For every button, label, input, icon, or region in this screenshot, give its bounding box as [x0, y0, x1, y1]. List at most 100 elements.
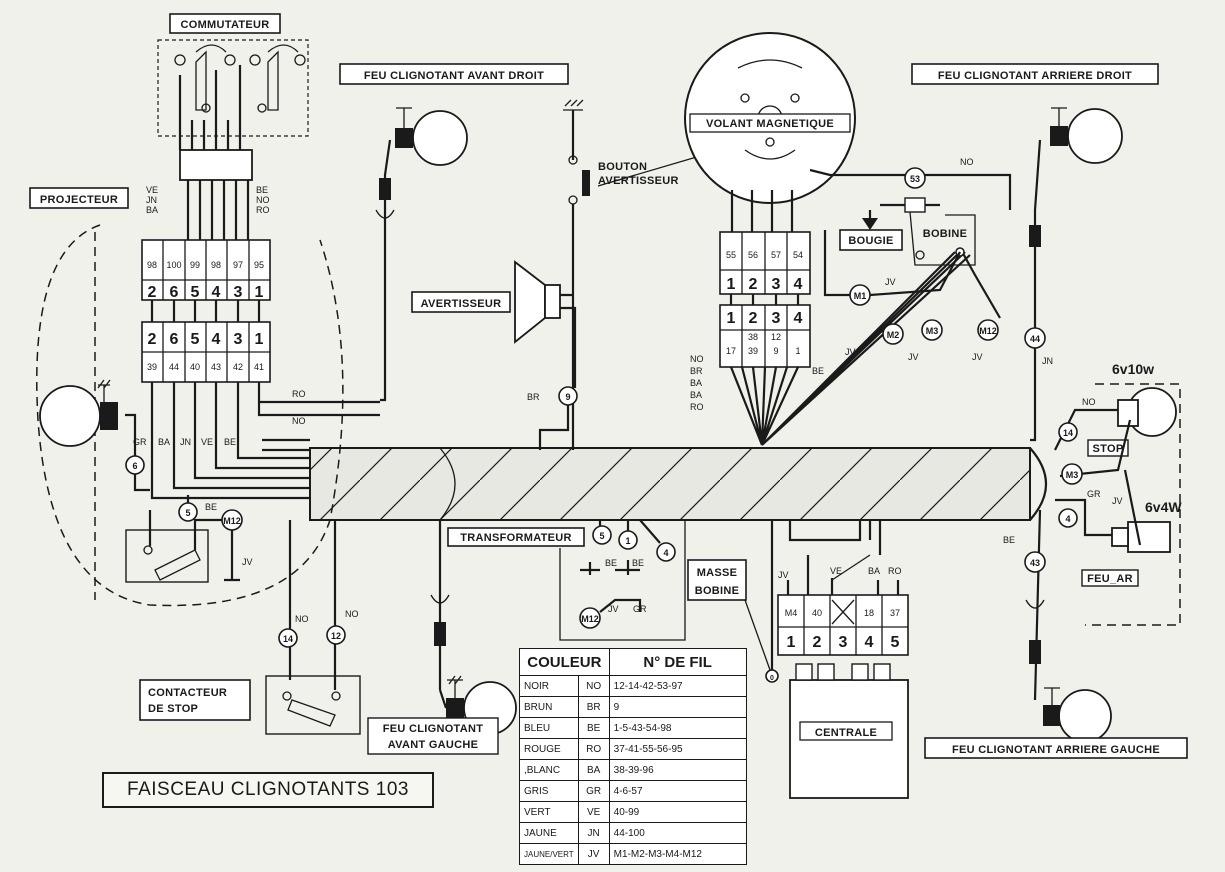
color-code: BE — [577, 717, 610, 739]
color-code: BA — [577, 759, 610, 781]
left-conn-bot-2: 40 — [190, 362, 200, 372]
centrale-wire-ro: RO — [888, 566, 902, 576]
color-name: VERT — [519, 801, 579, 823]
ar-wire-jv: JV — [1112, 496, 1123, 506]
wire-label-jn-left: JN — [180, 437, 191, 447]
wire-numbers: 38-39-96 — [608, 759, 747, 781]
left-conn-mid2-4: 3 — [234, 331, 243, 348]
wire-label-no: NO — [256, 195, 270, 205]
volant-magnetique: VOLANT MAGNETIQUE — [684, 32, 856, 232]
centrale-num-1: 2 — [813, 634, 822, 651]
centrale-wire-ve: VE — [830, 566, 842, 576]
wire-numbers: 37-41-55-56-95 — [608, 738, 747, 760]
centrale-top-4: 37 — [890, 608, 900, 618]
centrale: JV VE BA RO M4 40 18 37 1 2 3 4 5 CENTRA… — [777, 520, 909, 799]
feu-ar-label: FEU_AR — [1087, 573, 1133, 585]
masse-label-1: MASSE — [697, 567, 738, 579]
wire-label-jn: JN — [146, 195, 157, 205]
wire-label-ba: BA — [146, 205, 158, 215]
left-conn-bot-4: 42 — [233, 362, 243, 372]
left-conn-mid2-2: 5 — [191, 331, 200, 348]
wire-label-ve: VE — [146, 185, 158, 195]
centrale-wire-ba: BA — [868, 566, 880, 576]
bouton-avertisseur: BOUTON AVERTISSEUR — [563, 99, 701, 450]
tr-wire-be1: BE — [605, 558, 617, 568]
wire-numbers: 44-100 — [608, 822, 747, 844]
ar-gauche-wire-be: BE — [1003, 535, 1015, 545]
color-name: ,BLANC — [519, 759, 579, 781]
bougie-label: BOUGIE — [848, 235, 893, 247]
magneto-connector-block: 55 56 57 54 1 2 3 4 1 2 3 4 38 12 17 39 … — [690, 231, 971, 446]
color-code: NO — [577, 675, 610, 697]
circle-m3-ar: M3 — [1066, 470, 1079, 480]
bobine-label: BOBINE — [923, 228, 968, 240]
left-conn-bot-1: 44 — [169, 362, 179, 372]
fan-jv-3: JV — [972, 352, 983, 362]
wire-label-br: BR — [527, 392, 540, 402]
color-name: ROUGE — [519, 738, 579, 760]
circle-12: 12 — [331, 631, 341, 641]
left-conn-mid-3: 4 — [212, 284, 221, 301]
left-conn-mid-5: 1 — [255, 284, 264, 301]
feu-avant-gauche: FEU CLIGNOTANT AVANT GAUCHE — [367, 675, 517, 755]
table-header-row: COULEUR N° DE FIL — [519, 648, 747, 676]
avertisseur-label: AVERTISSEUR — [421, 298, 502, 310]
centrale-label: CENTRALE — [815, 727, 877, 739]
table-header-fil: N° DE FIL — [608, 648, 747, 676]
tr-wire-be2: BE — [632, 558, 644, 568]
left-connector-block: 98 100 99 98 97 95 2 6 5 4 3 1 2 6 5 4 3… — [133, 239, 380, 500]
stop-label: STOP — [1093, 443, 1124, 455]
circle-14-ar: 14 — [1063, 428, 1073, 438]
transformateur: TRANSFORMATEUR 5 1 4 BE BE M12 JV GR — [430, 519, 686, 690]
mag-wire-ba1: BA — [690, 378, 702, 388]
left-conn-top-3: 98 — [211, 260, 221, 270]
wire-label-gr-left: GR — [133, 437, 147, 447]
circle-m3-top: M3 — [926, 326, 939, 336]
contacteur-label-2: DE STOP — [148, 703, 198, 715]
circle-5-tr: 5 — [599, 531, 604, 541]
mag-num-2: 3 — [772, 276, 781, 293]
feu-av-gauche-label-1: FEU CLIGNOTANT — [383, 723, 484, 735]
stop-wire-no1: NO — [295, 614, 309, 624]
bobine-wire-no: NO — [960, 157, 974, 167]
left-conn-mid-1: 6 — [170, 284, 179, 301]
centrale-num-3: 4 — [865, 634, 874, 651]
circle-1-tr: 1 — [625, 536, 630, 546]
left-conn-mid2-0: 2 — [148, 331, 157, 348]
main-harness — [309, 447, 1048, 521]
commutateur-label: COMMUTATEUR — [180, 19, 269, 31]
fan-jv-1: JV — [845, 347, 856, 357]
ar-wire-gr: GR — [1087, 489, 1101, 499]
mag-num-3: 4 — [794, 276, 803, 293]
circle-44: 44 — [1030, 334, 1040, 344]
left-conn-top-1: 100 — [166, 260, 181, 270]
left-conn-bot-0: 39 — [147, 362, 157, 372]
wire-label-ro: RO — [256, 205, 270, 215]
contacteur-label-1: CONTACTEUR — [148, 687, 227, 699]
circle-43: 43 — [1030, 558, 1040, 568]
contacteur-stop: NO NO 14 12 CONTACTEUR DE STOP — [139, 520, 361, 735]
mag-wire-ba2: BA — [690, 390, 702, 400]
wire-label-be: BE — [256, 185, 268, 195]
left-conn-mid-4: 3 — [234, 284, 243, 301]
left-conn-bot-5: 41 — [254, 362, 264, 372]
circle-m1: M1 — [854, 291, 867, 301]
centrale-top-0: M4 — [785, 608, 798, 618]
color-name: BRUN — [519, 696, 579, 718]
color-code: JN — [577, 822, 610, 844]
mag-num2-3: 4 — [794, 310, 803, 327]
left-conn-top-2: 99 — [190, 260, 200, 270]
mag-bot-b-0: 17 — [726, 346, 736, 356]
tr-wire-gr: GR — [633, 604, 647, 614]
wire-label-ba-left: BA — [158, 437, 170, 447]
fan-jv-2: JV — [908, 352, 919, 362]
color-code: BR — [577, 696, 610, 718]
wire-numbers: 40-99 — [608, 801, 747, 823]
centrale-top-1: 40 — [812, 608, 822, 618]
left-conn-mid-0: 2 — [148, 284, 157, 301]
